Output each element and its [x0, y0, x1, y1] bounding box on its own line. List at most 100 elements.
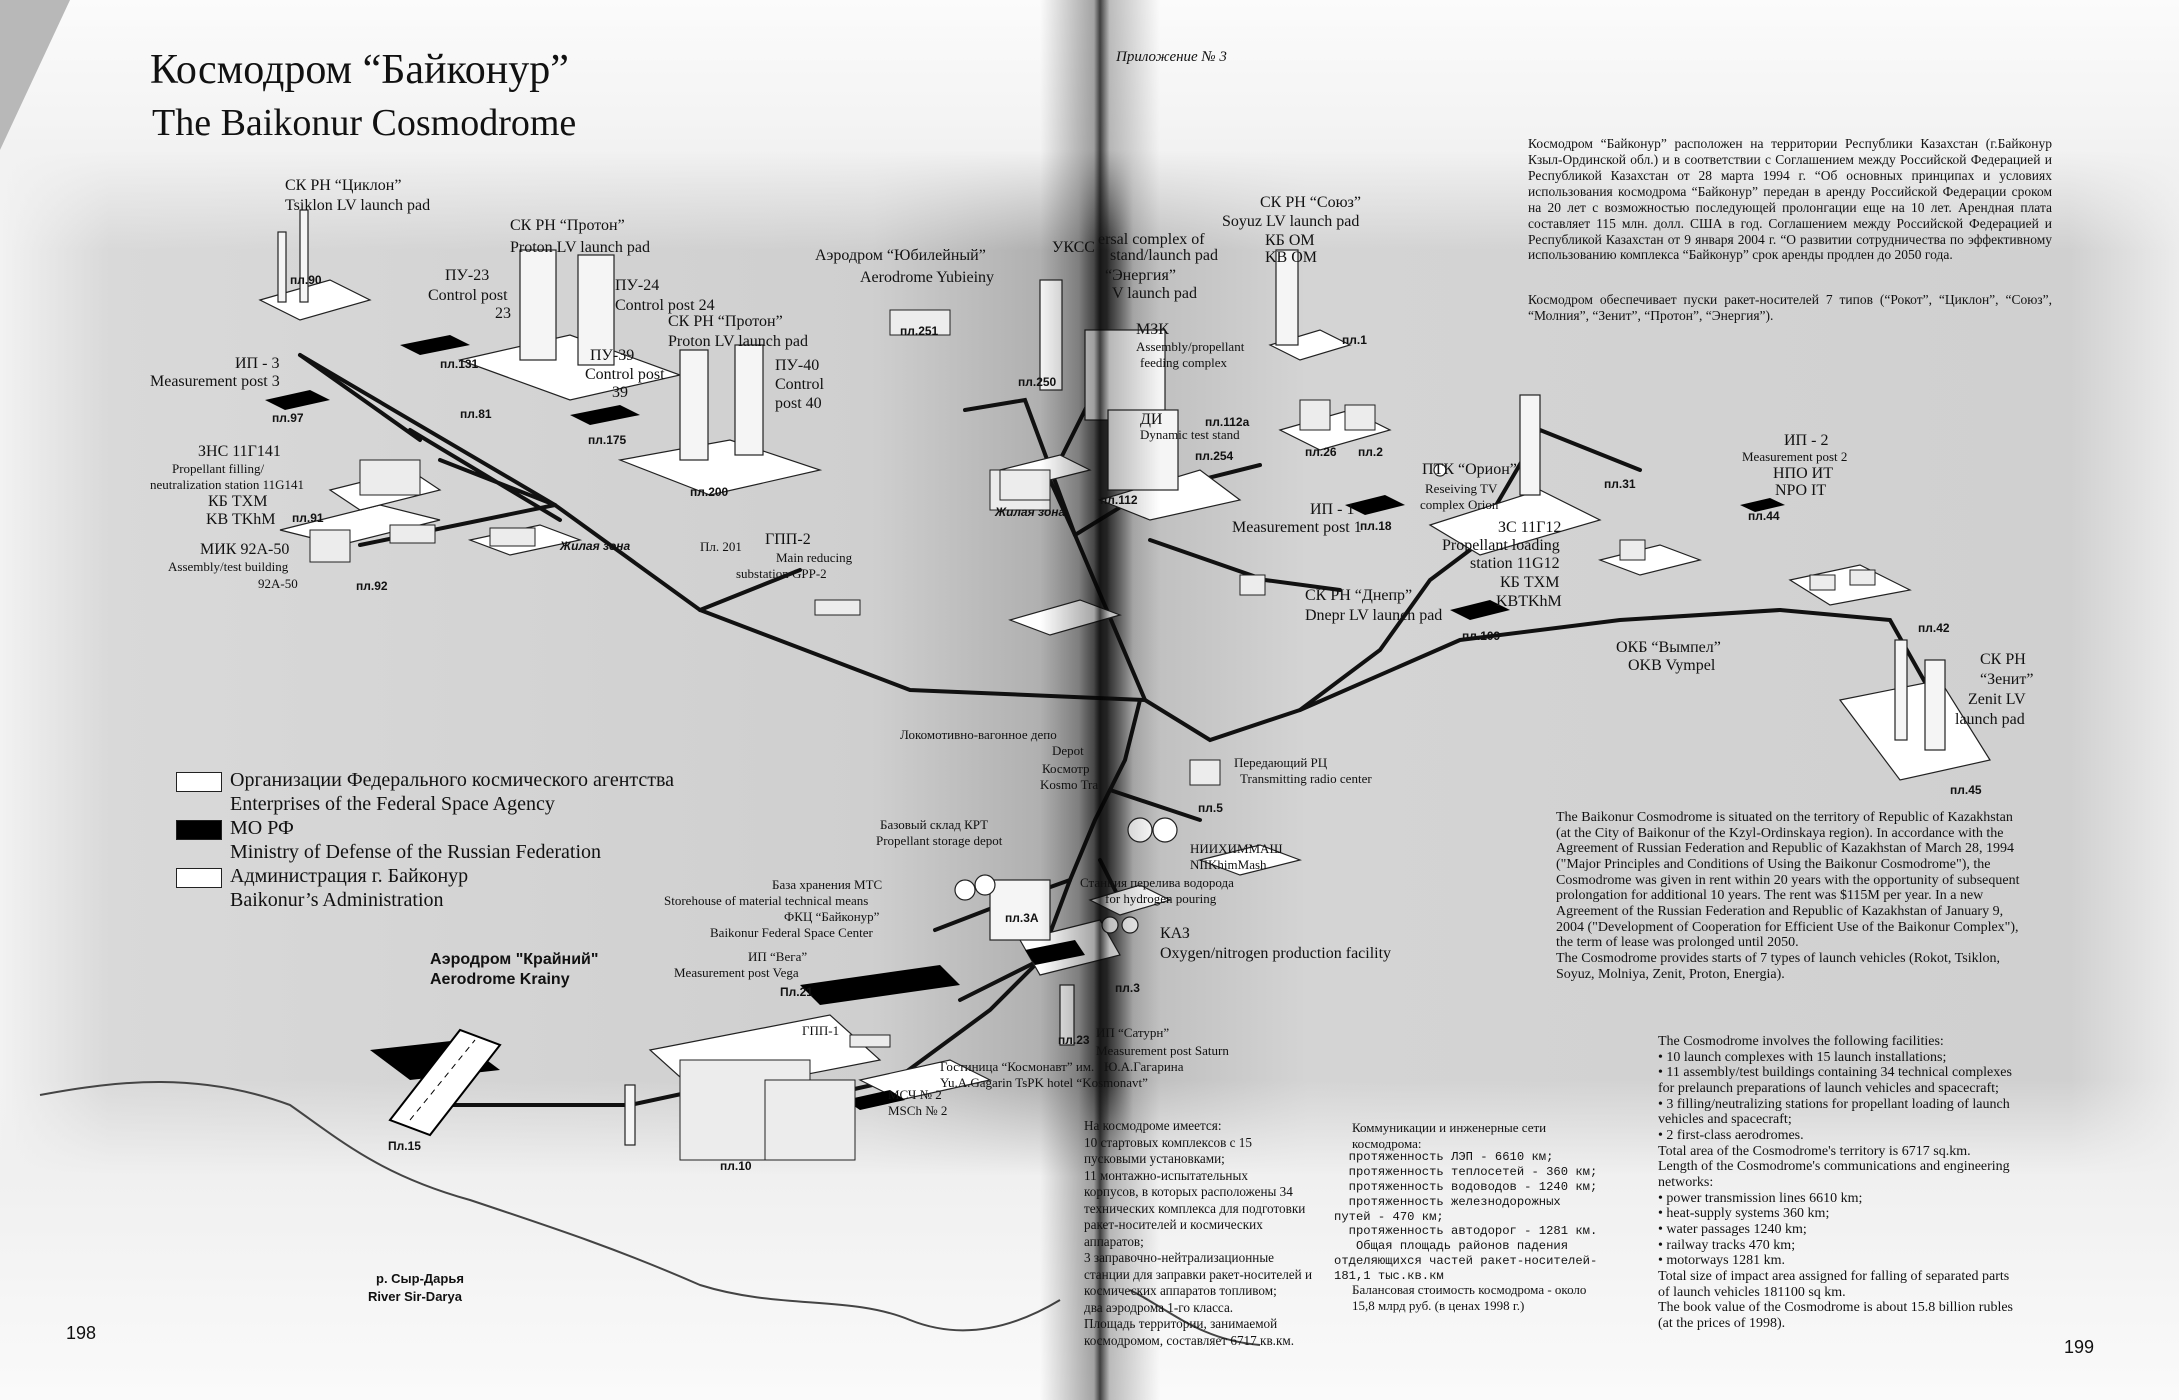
- road-gpp1: [958, 958, 1042, 1002]
- page-number-right: 199: [2064, 1337, 2095, 1357]
- label-dnepr-en: Dnepr LV launch pad: [1305, 607, 1443, 624]
- facilities-ru-line: станции для заправки ракет-носителей и: [1084, 1266, 1313, 1282]
- label-river-ru: р. Сыр-Дарья: [376, 1271, 464, 1286]
- label-zs-kb1: КБ ТХМ: [1500, 574, 1560, 591]
- bld-91: [359, 459, 421, 496]
- bld-zhil: [489, 527, 536, 547]
- networks-ru-line: путей - 470 км;: [1334, 1209, 1444, 1224]
- text-facilities-en: The Cosmodrome involves the following fa…: [1658, 1034, 2088, 1332]
- tower-proton-39: [679, 349, 709, 461]
- monument: [624, 1084, 636, 1146]
- facilities-en-line: networks:: [1658, 1175, 1714, 1191]
- legend-swatch-federal: [176, 772, 222, 792]
- legend-defense-en: Ministry of Defense of the Russian Feder…: [230, 841, 602, 863]
- tower-proton-24: [577, 254, 615, 366]
- road-krainy: [428, 1088, 702, 1107]
- label-hyd-ru: Станция перелива водорода: [1080, 875, 1234, 890]
- facilities-ru-line: Площадь территории, занимаемой: [1084, 1316, 1278, 1331]
- networks-ru-line: протяженность ЛЭП - 6610 км;: [1334, 1150, 1554, 1164]
- facilities-en-line: of launch vehicles 181100 sq km.: [1658, 1284, 1846, 1300]
- label-pu24-en: Control post 24: [615, 297, 715, 314]
- pad-97: [265, 390, 330, 410]
- appendix-label: Приложение № 3: [1116, 49, 1227, 65]
- label-ip1-en: Measurement post 1: [1232, 519, 1362, 536]
- river-bank-line: [39, 1081, 1061, 1332]
- label-krainy-en: Aerodrome Krainy: [430, 971, 570, 988]
- text-ru-top: Космодром “Байконур” расположен на терри…: [1528, 136, 2052, 263]
- label-ip2-en: Measurement post 2: [1742, 449, 1848, 464]
- label-zns-en2: neutralization station 11G141: [150, 477, 305, 492]
- bld-gpp2: [814, 599, 861, 616]
- text-ru-top-body: Космодром “Байконур” расположен на терри…: [1528, 136, 2052, 263]
- label-proton2-en: Proton LV launch pad: [668, 333, 808, 350]
- label-proton2-ru: СК РН “Протон”: [668, 313, 783, 330]
- label-vega-en: Measurement post Vega: [674, 965, 799, 980]
- bld-42b: [1849, 569, 1876, 586]
- text-en-mid-line: The Cosmodrome provides starts of 7 type…: [1556, 951, 2000, 967]
- facilities-ru-line: технических комплекса для подготовки: [1084, 1200, 1306, 1216]
- legend-federal-en: Enterprises of the Federal Space Agency: [230, 793, 555, 815]
- platform-1: [1268, 329, 1352, 361]
- text-networks-ru-tail: Балансовая стоимость космодрома - около …: [1352, 1282, 1652, 1315]
- networks-ru-line: отделяющихся частей ракет-носителей-: [1334, 1254, 1598, 1269]
- label-depot-en: Depot: [1052, 743, 1084, 758]
- site-112a: пл.112a: [1205, 415, 1250, 429]
- aerodrome-krainy-runway: [388, 1028, 502, 1137]
- title-russian: Космодром “Байконур”: [150, 47, 569, 93]
- label-pu40-num: post 40: [775, 395, 822, 412]
- label-hotel-en: Yu.A.Gagarin TsPK hotel “Kosmonavt”: [940, 1075, 1148, 1090]
- site-131: пл.131: [440, 357, 479, 371]
- facilities-ru-line: ракет-носителей и космических: [1084, 1217, 1263, 1232]
- label-mzk-en1: Assembly/propellant: [1136, 339, 1245, 354]
- facilities-ru-line: 11 монтажно-испытательных: [1084, 1167, 1248, 1183]
- tower-90a: [277, 231, 287, 303]
- facilities-ru-line: два аэродрома 1-го класса.: [1084, 1299, 1234, 1315]
- label-krt-ru: Базовый склад КРТ: [880, 817, 989, 832]
- label-gpp1: ГПП-1: [802, 1023, 840, 1038]
- label-mik-en2: 92A-50: [258, 576, 298, 591]
- networks-title-line-2: космодрома:: [1352, 1135, 1422, 1151]
- legend-swatch-admin: [176, 868, 222, 888]
- text-en-mid-line: ("Major Principles and Conditions of Usi…: [1556, 857, 1991, 873]
- label-kaz-ru: КАЗ: [1160, 925, 1190, 942]
- label-tsiklon-en: Tsiklon LV launch pad: [285, 197, 431, 214]
- bld-ip1: [1239, 574, 1266, 596]
- site-42: пл.42: [1918, 621, 1950, 635]
- bld-26b: [1344, 404, 1376, 431]
- site-44: пл.44: [1748, 509, 1780, 523]
- label-soyuz-kb2: KB OM: [1265, 249, 1318, 266]
- road-cyclone: [298, 353, 422, 442]
- label-proton-en: Proton LV launch pad: [510, 239, 650, 256]
- facilities-ru-line: космодромом, составляет 6717 кв.км.: [1084, 1332, 1295, 1348]
- label-zns-en1: Propellant filling/: [172, 461, 265, 476]
- networks-ru-line: протяженность железнодорожных: [1334, 1194, 1561, 1209]
- legend-federal-ru: Организации Федерального космического аг…: [230, 769, 675, 791]
- networks-ru-line: протяженность водоводов - 1240 км;: [1334, 1179, 1598, 1194]
- label-mts-ru: База хранения МТС: [772, 877, 883, 892]
- facilities-ru-line: пусковыми установками;: [1084, 1151, 1225, 1166]
- text-facilities-ru: На космодроме имеется:10 стартовых компл…: [1084, 1118, 1354, 1349]
- tower-zenit-2: [1924, 659, 1946, 751]
- label-fkts-en: Baikonur Federal Space Center: [710, 925, 873, 940]
- legend-swatch-defense: [176, 820, 222, 840]
- bld-gpp1: [849, 1034, 891, 1048]
- label-pu39-ru: ПУ-39: [590, 347, 635, 364]
- label-din-ru: ДИ: [1140, 411, 1163, 428]
- networks-tail-line-2: 15,8 млрд руб. (в ценах 1998 г.): [1352, 1298, 1525, 1314]
- label-orion-en2: complex Orion: [1420, 497, 1499, 512]
- label-energia-2: ersal complex of: [1098, 231, 1205, 248]
- site-109: пл.109: [1462, 629, 1501, 643]
- label-kosmo-2: Kosmo Tra: [1040, 777, 1099, 792]
- bld-251: [889, 309, 951, 336]
- facilities-en-line: Total size of impact area assigned for f…: [1658, 1269, 2010, 1285]
- page-number-left: 198: [66, 1323, 97, 1343]
- road-gpp2: [698, 568, 802, 612]
- label-pu40-ru: ПУ-40: [775, 357, 820, 374]
- text-en-mid: The Baikonur Cosmodrome is situated on t…: [1556, 810, 2076, 982]
- bld-26a: [1299, 399, 1331, 431]
- label-tsiklon-ru: СК РН “Циклон”: [285, 177, 402, 194]
- label-zs-en1: Propellant loading: [1442, 537, 1560, 554]
- facilities-en-line: • 11 assembly/test buildings containing …: [1658, 1065, 2012, 1081]
- label-okb-ru: ОКБ “Вымпел”: [1616, 639, 1721, 656]
